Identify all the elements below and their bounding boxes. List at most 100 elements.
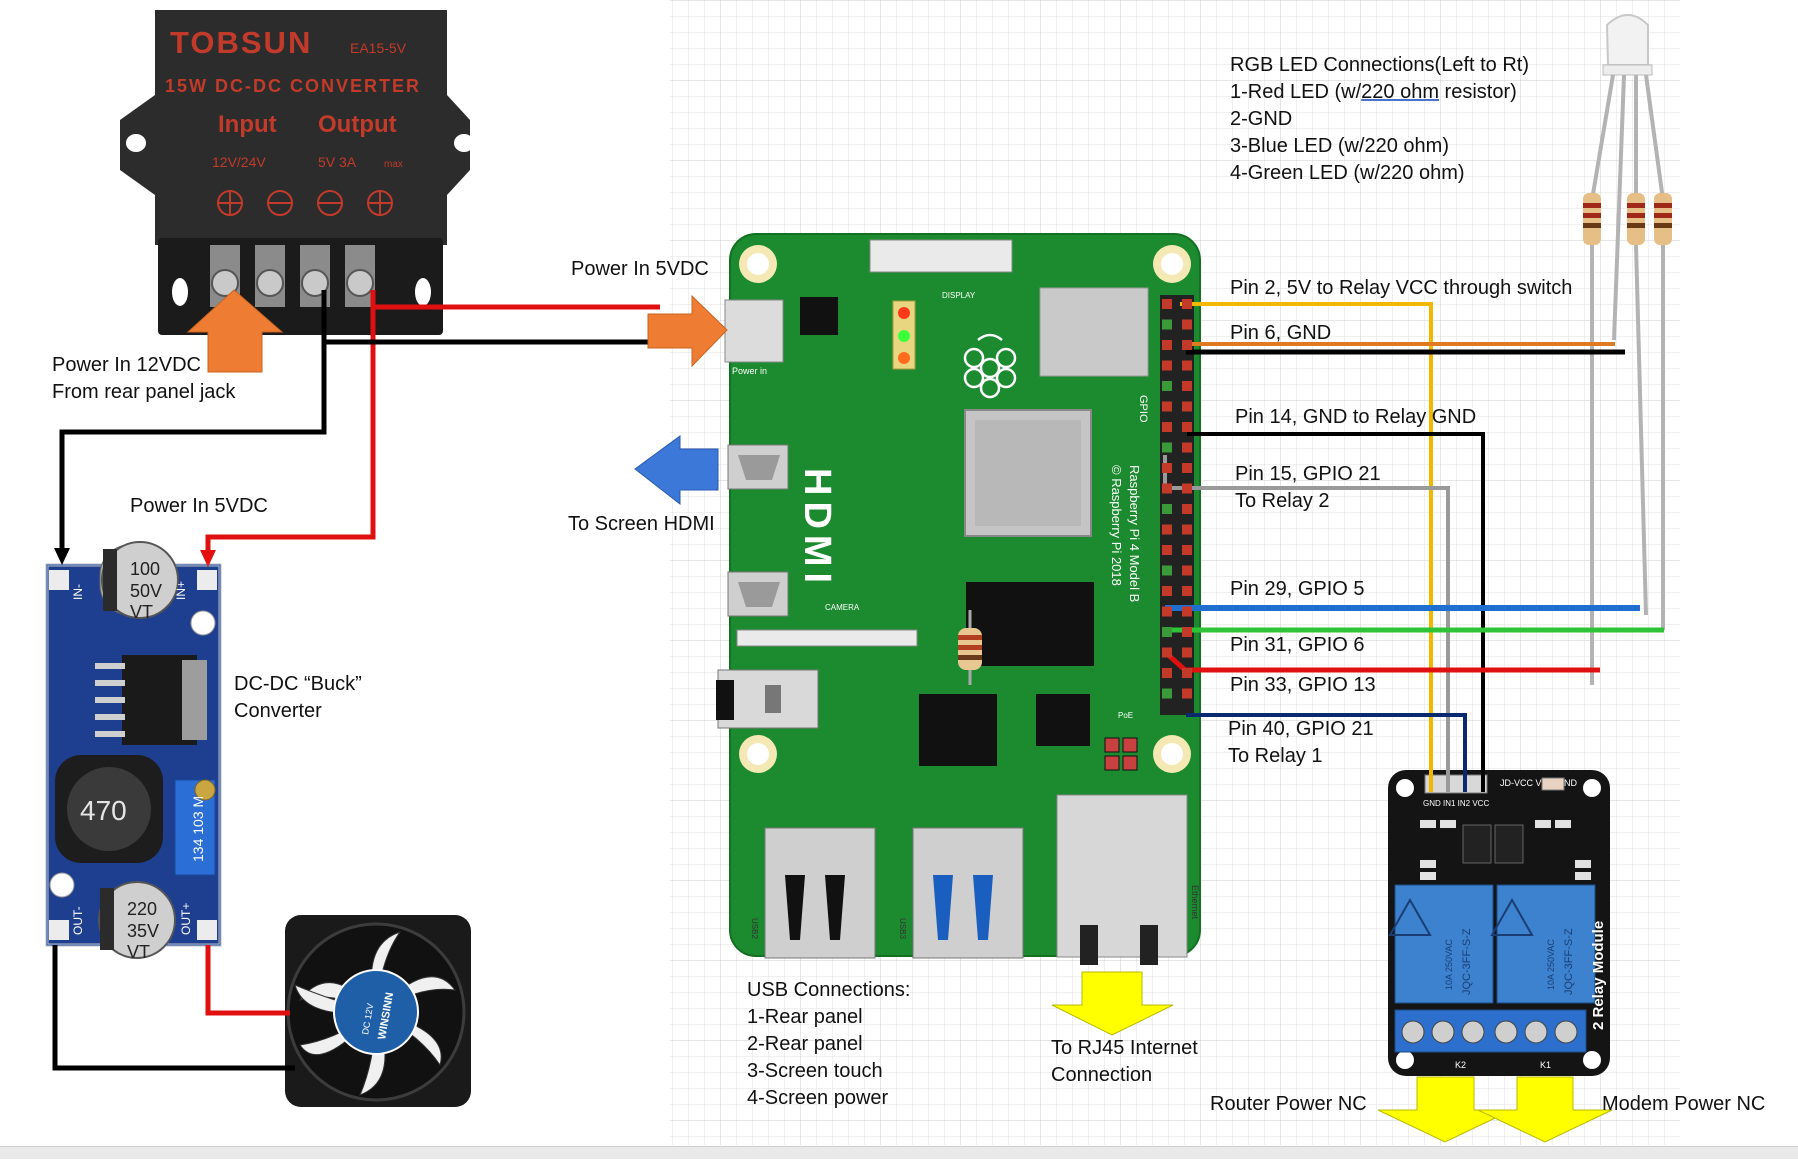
- label-power-in-12v-line1: Power In 12VDC: [52, 354, 201, 376]
- mount-hole-right: [454, 134, 474, 152]
- label-pin-40-line1: Pin 40, GPIO 21: [1228, 718, 1374, 740]
- inductor-470: 470: [55, 755, 163, 863]
- label-pin-15-line1: Pin 15, GPIO 21: [1235, 463, 1381, 485]
- gpio-pin: [1182, 524, 1192, 535]
- label-usb-1: 1-Rear panel: [747, 1006, 863, 1028]
- gpio-pin: [1182, 463, 1192, 473]
- relay-optocouplers: [1462, 824, 1524, 864]
- gpio-pin: [1182, 401, 1192, 412]
- led-green: [898, 330, 910, 342]
- svg-text:K2: K2: [1455, 1060, 1466, 1070]
- usb3-port: [912, 827, 1024, 959]
- gpio-pin: [1182, 442, 1192, 453]
- to-rj45-arrow: [1051, 971, 1174, 1036]
- gpio-pin: [1162, 483, 1172, 494]
- resistor-blue: [1627, 193, 1645, 245]
- svg-text:10A 250VAC: 10A 250VAC: [1546, 939, 1556, 990]
- wire-black-pin14: [1187, 432, 1485, 792]
- label-pin-31: Pin 31, GPIO 6: [1230, 634, 1365, 656]
- raspberry-pi-4: DISPLAY Power in CAMERA HDMI: [716, 233, 1201, 965]
- buck-converter: 100 50V VT 470 134 103 M 220 35V: [45, 541, 222, 962]
- gpio-pin: [1162, 340, 1172, 350]
- label-pin-40-line2: To Relay 1: [1228, 745, 1323, 767]
- label-power-in-12v-line2: From rear panel jack: [52, 381, 236, 403]
- resistor-green: [1654, 193, 1672, 245]
- wire-navy-pin40: [1186, 713, 1467, 792]
- svg-text:DISPLAY: DISPLAY: [942, 291, 976, 300]
- svg-text:134 103 M: 134 103 M: [190, 796, 206, 862]
- gpio-pin: [1182, 483, 1192, 494]
- ethernet-port: [1056, 794, 1188, 965]
- led-amber: [898, 352, 910, 364]
- wire-black-12v-to-buck: [59, 290, 327, 558]
- svg-text:Raspberry Pi 4 Model B: Raspberry Pi 4 Model B: [1127, 465, 1142, 602]
- pmic-chip: [800, 297, 838, 335]
- svg-text:VT: VT: [130, 602, 153, 622]
- capacitor-100uf: 100 50V VT: [99, 541, 179, 622]
- mount-hole: [49, 872, 75, 898]
- svg-text:VT: VT: [127, 942, 150, 962]
- relay-module-title: 2 Relay Module: [1590, 921, 1607, 1030]
- gpio-pin: [1162, 627, 1172, 637]
- resistor-red: [1583, 193, 1601, 245]
- capacitor-220uf: 220 35V VT: [98, 881, 176, 962]
- label-usb-4: 4-Screen power: [747, 1087, 889, 1109]
- relay-1: JQC-3FF-S-Z 10A 250VAC: [1388, 884, 1494, 1004]
- gpio-pin: [1182, 319, 1192, 330]
- gpio-pin: [1182, 668, 1192, 678]
- wire-red-12v-to-buck: [205, 290, 376, 560]
- gpio-pin: [1162, 565, 1172, 576]
- svg-text:© Raspberry Pi 2018: © Raspberry Pi 2018: [1109, 465, 1124, 586]
- label-power-in-5v-buck: Power In 5VDC: [130, 495, 268, 517]
- router-power-arrow: [1377, 1076, 1513, 1143]
- gpio-pin: [1182, 360, 1192, 371]
- converter-model: EA15-5V: [350, 40, 407, 56]
- rgb-title: RGB LED Connections(Left to Rt): [1230, 54, 1530, 76]
- svg-text:K1: K1: [1540, 1060, 1551, 1070]
- terminal-mount-right: [415, 278, 431, 306]
- label-rj45-line1: To RJ45 Internet: [1051, 1037, 1198, 1059]
- pad-in-minus: [49, 570, 69, 590]
- gpio-pin: [1162, 319, 1172, 330]
- gpio-pin: [1162, 668, 1172, 678]
- poe-header: [1104, 737, 1138, 771]
- rgb-line-1: 1-Red LED (w/220 ohm resistor): [1230, 79, 1517, 106]
- resistor-board: [958, 610, 982, 685]
- gpio-pin: [1162, 504, 1172, 514]
- converter-input-label: Input: [218, 111, 277, 138]
- label-out-plus: OUT+: [179, 903, 193, 935]
- gpio-pin: [1182, 422, 1192, 432]
- gpio-pin: [1162, 586, 1172, 596]
- converter-output-rating: 5V 3A: [318, 154, 357, 170]
- relay-screw-terminals: [1394, 1009, 1587, 1053]
- terminal-symbols: [217, 190, 393, 216]
- gpio-pin: [1162, 381, 1172, 391]
- gpio-pin: [1182, 504, 1192, 514]
- svg-text:100: 100: [130, 559, 160, 579]
- svg-text:GND IN1 IN2 VCC: GND IN1 IN2 VCC: [1423, 799, 1489, 808]
- svg-text:JQC-3FF-S-Z: JQC-3FF-S-Z: [1461, 928, 1473, 995]
- cooling-fan: WINSINN DC 12V: [285, 915, 471, 1107]
- label-in-plus: IN+: [174, 581, 188, 600]
- usb-controller: [919, 694, 997, 766]
- pad-in-plus: [197, 570, 217, 590]
- converter-input-rating: 12V/24V: [212, 154, 266, 170]
- svg-text:USB2: USB2: [750, 918, 759, 939]
- svg-text:50V: 50V: [130, 581, 162, 601]
- gpio-pin: [1162, 360, 1172, 371]
- svg-text:220: 220: [127, 899, 157, 919]
- svg-text:Ethernet: Ethernet: [1190, 885, 1200, 920]
- gpio-pin: [1182, 545, 1192, 555]
- gpio-pin: [1182, 606, 1192, 617]
- converter-output-label: Output: [318, 111, 397, 138]
- pad-out-plus: [197, 920, 217, 940]
- raspberry-logo: [963, 333, 1017, 399]
- gpio-pin: [1182, 381, 1192, 391]
- ram-chip: [966, 582, 1094, 666]
- label-power-in-5v-pi: Power In 5VDC: [571, 258, 709, 280]
- label-rj45-line2: Connection: [1051, 1064, 1153, 1086]
- gpio-pin: [1182, 647, 1192, 658]
- svg-text:JQC-3FF-S-Z: JQC-3FF-S-Z: [1563, 928, 1575, 995]
